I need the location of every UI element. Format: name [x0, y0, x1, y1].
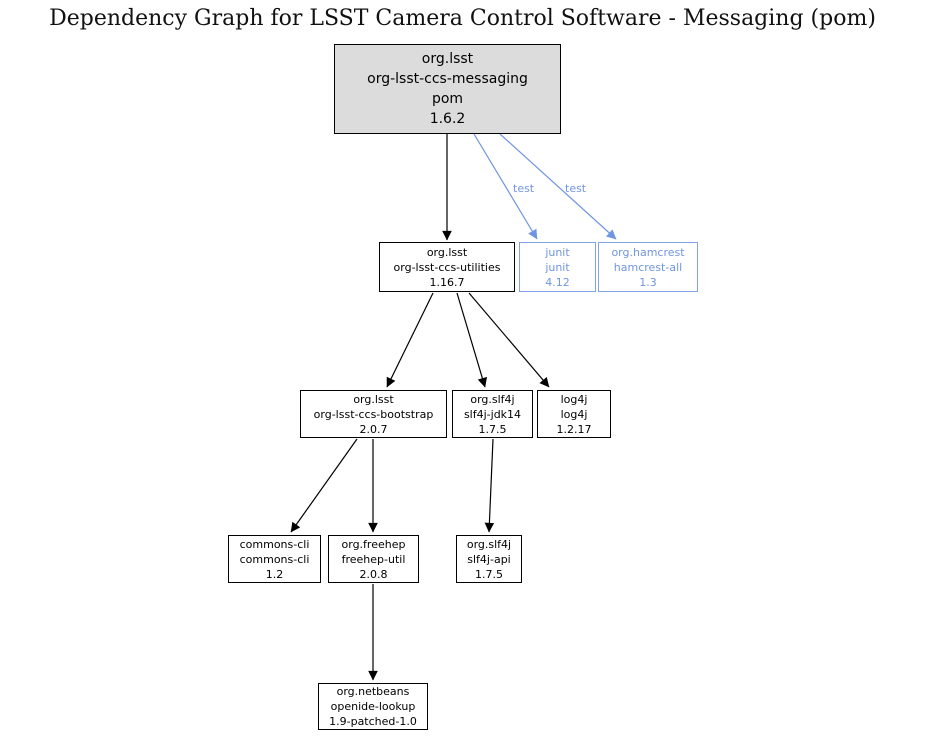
edge-utilities-to-slf4j-jdk14: [456, 292, 487, 388]
node-junit: junit junit 4.12: [519, 242, 596, 292]
node-group-id: org.slf4j: [470, 392, 515, 406]
node-artifact-id: openide-lookup: [330, 700, 416, 713]
node-version: 2.0.7: [359, 422, 388, 436]
node-log4j: log4j log4j 1.2.17: [537, 390, 611, 438]
node-group-id: org.freehep: [341, 537, 406, 551]
node-org-lsst-ccs-messaging: org.lsst org-lsst-ccs-messaging pom 1.6.…: [334, 44, 561, 134]
node-commons-cli: commons-cli commons-cli 1.2: [228, 535, 321, 583]
node-slf4j-api: org.slf4j slf4j-api 1.7.5: [456, 535, 522, 583]
node-version: 4.12: [545, 275, 570, 289]
node-freehep-util: org.freehep freehep-util 2.0.8: [328, 535, 419, 583]
edge-messaging-to-hamcrest-test: [499, 133, 617, 240]
node-version: 1.7.5: [475, 567, 503, 581]
node-version: 1.6.2: [429, 111, 466, 127]
edge-label-test-hamcrest: test: [565, 182, 587, 195]
node-version: 1.9-patched-1.0: [329, 715, 417, 728]
node-artifact-id: junit: [545, 260, 570, 274]
node-artifact-id: org-lsst-ccs-bootstrap: [313, 407, 434, 421]
node-artifact-id: org-lsst-ccs-utilities: [393, 260, 501, 274]
node-artifact-id: hamcrest-all: [613, 260, 683, 274]
edge-utilities-to-bootstrap: [386, 292, 434, 388]
graph-title: Dependency Graph for LSST Camera Control…: [49, 6, 876, 31]
node-artifact-id: log4j: [560, 407, 588, 421]
node-artifact-id: slf4j-api: [467, 552, 511, 566]
node-group-id: commons-cli: [239, 537, 310, 551]
node-version: 1.2: [265, 567, 284, 581]
node-artifact-id: org-lsst-ccs-messaging: [367, 71, 528, 87]
node-version: 2.0.8: [359, 567, 388, 581]
node-org-lsst-ccs-utilities: org.lsst org-lsst-ccs-utilities 1.16.7: [379, 242, 515, 292]
edge-slf4j-jdk14-to-slf4j-api: [484, 438, 495, 533]
node-openide-lookup: org.netbeans openide-lookup 1.9-patched-…: [318, 683, 428, 730]
edge-bootstrap-to-commons-cli: [290, 438, 358, 533]
node-version: 1.16.7: [429, 275, 465, 289]
node-version: 1.2.17: [556, 422, 592, 436]
edge-label-test-junit: test: [513, 182, 535, 195]
node-group-id: org.hamcrest: [611, 245, 685, 259]
node-hamcrest-all: org.hamcrest hamcrest-all 1.3: [598, 242, 698, 292]
node-artifact-id: slf4j-jdk14: [463, 407, 522, 421]
node-packaging: pom: [431, 91, 464, 107]
node-version: 1.3: [639, 275, 657, 289]
node-group-id: org.lsst: [353, 392, 394, 406]
node-artifact-id: commons-cli: [239, 552, 310, 566]
node-artifact-id: freehep-util: [341, 552, 406, 566]
edge-messaging-to-junit-test: [473, 133, 538, 240]
node-group-id: org.lsst: [426, 245, 468, 259]
node-group-id: org.slf4j: [466, 537, 512, 551]
node-group-id: org.netbeans: [336, 685, 410, 698]
node-org-lsst-ccs-bootstrap: org.lsst org-lsst-ccs-bootstrap 2.0.7: [300, 390, 447, 438]
node-group-id: log4j: [560, 392, 588, 406]
node-group-id: junit: [545, 245, 570, 259]
node-group-id: org.lsst: [421, 51, 474, 67]
node-slf4j-jdk14: org.slf4j slf4j-jdk14 1.7.5: [452, 390, 533, 438]
node-version: 1.7.5: [478, 422, 507, 436]
edge-utilities-to-log4j: [468, 292, 550, 388]
